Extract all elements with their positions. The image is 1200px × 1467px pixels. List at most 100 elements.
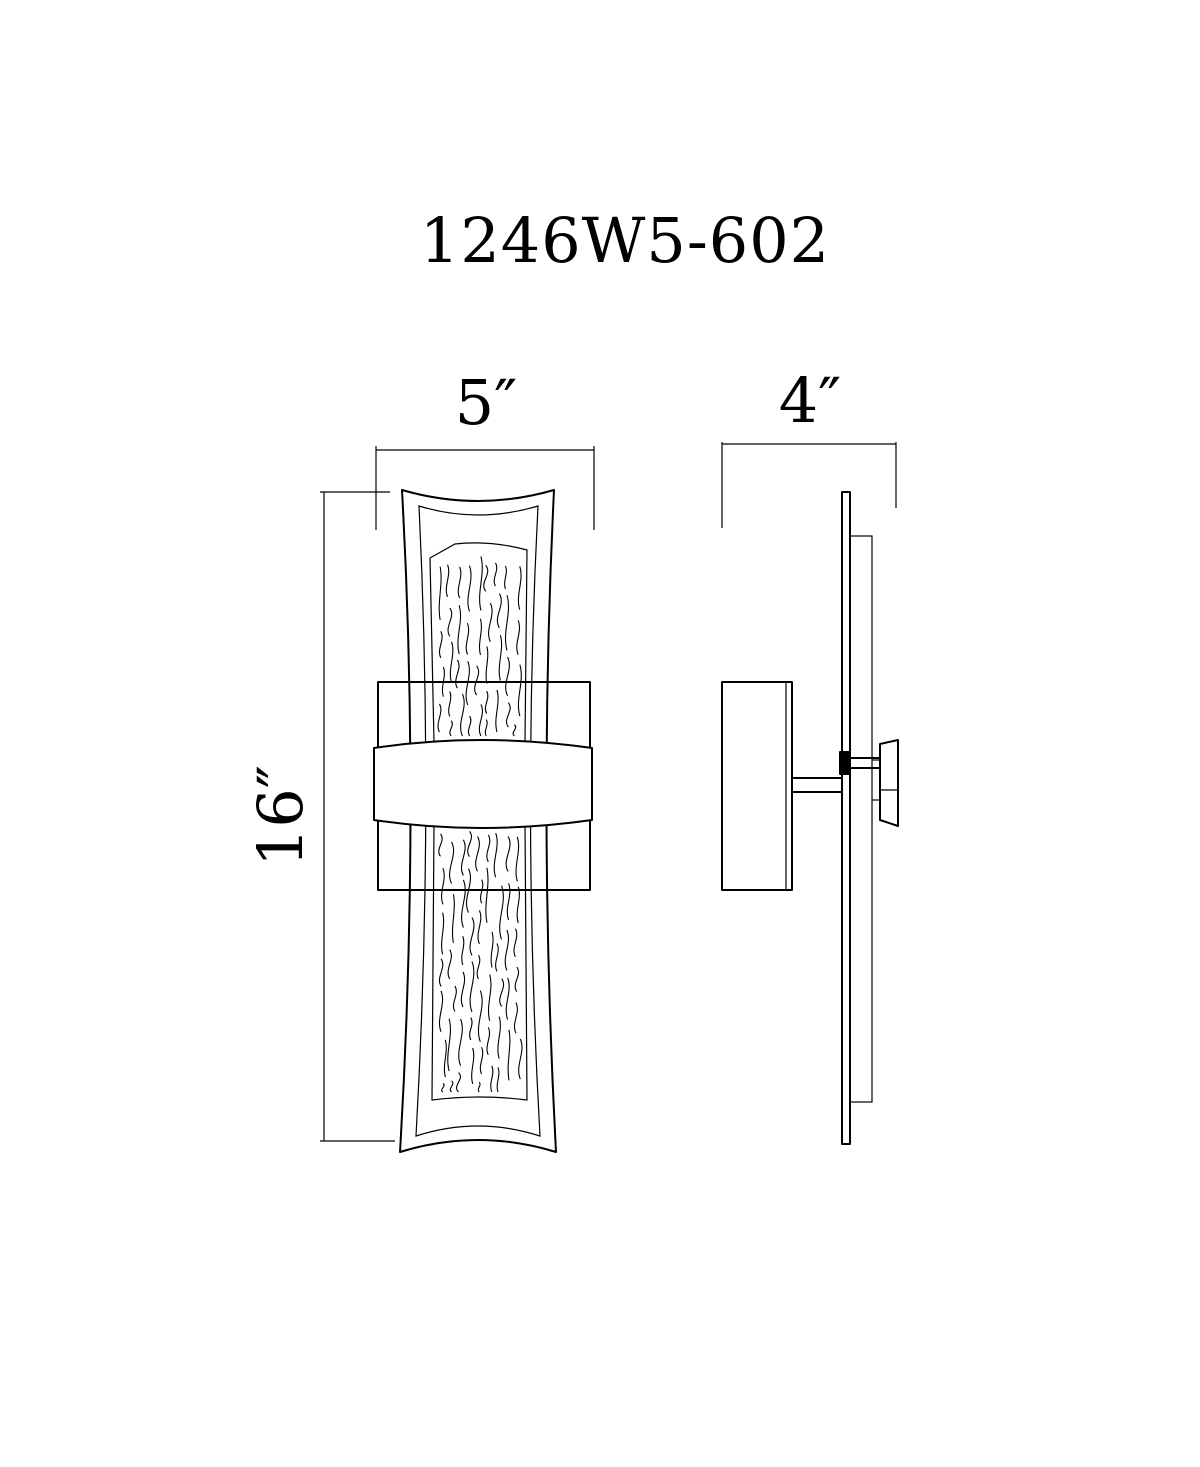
- wave-stroke: [438, 833, 443, 857]
- wave-stroke: [487, 974, 492, 1021]
- height-dimension: 16″: [244, 491, 395, 1142]
- wave-stroke: [515, 836, 520, 882]
- wave-stroke: [499, 885, 504, 940]
- wave-stroke: [484, 719, 488, 737]
- wave-stroke: [471, 1047, 475, 1085]
- wave-stroke: [490, 931, 494, 968]
- wave-stroke: [486, 834, 491, 863]
- depth-label: 4″: [779, 364, 842, 437]
- wave-stroke: [483, 565, 489, 592]
- wave-stroke: [517, 664, 522, 717]
- wave-stroke: [477, 910, 482, 945]
- wave-stroke: [505, 836, 511, 872]
- model-number-title: 1246W5-602: [420, 204, 830, 277]
- wave-stroke: [441, 666, 445, 697]
- upper-textured-panel: [429, 542, 528, 743]
- wave-stroke: [498, 635, 503, 681]
- wave-stroke: [488, 602, 493, 642]
- outer-shade: [399, 489, 557, 1153]
- wave-stroke: [449, 641, 454, 683]
- wave-stroke: [497, 1016, 501, 1059]
- lower-textured-panel: [431, 823, 528, 1101]
- wave-stroke: [485, 867, 489, 923]
- wave-stroke: [460, 839, 466, 876]
- wave-stroke: [507, 1029, 511, 1081]
- wave-stroke: [458, 1018, 463, 1066]
- width-label: 5″: [455, 366, 518, 439]
- wave-stroke: [495, 943, 499, 972]
- wave-stroke: [512, 724, 517, 737]
- wave-stroke: [490, 1065, 494, 1093]
- wave-stroke: [477, 1081, 481, 1093]
- wave-stroke: [504, 565, 507, 590]
- wave-stroke: [449, 841, 455, 884]
- wave-stroke: [466, 868, 471, 913]
- wave-stroke: [506, 883, 511, 921]
- wave-stroke: [460, 971, 466, 1008]
- wave-stroke: [452, 985, 457, 1012]
- wave-stroke: [445, 564, 450, 598]
- height-label: 16″: [244, 765, 317, 867]
- wave-stroke: [505, 702, 511, 728]
- wave-stroke: [493, 832, 498, 878]
- upper-wave-texture: [437, 556, 522, 737]
- wave-stroke: [447, 1018, 451, 1072]
- wave-stroke: [486, 1027, 491, 1056]
- wave-stroke: [467, 831, 472, 857]
- wave-stroke: [513, 928, 518, 958]
- wave-stroke: [467, 565, 472, 612]
- wave-stroke: [467, 715, 472, 737]
- wave-stroke: [474, 665, 480, 696]
- wave-stroke: [496, 1067, 500, 1093]
- lower-wave-texture: [438, 831, 523, 1093]
- front-view: 5″ 16″: [244, 366, 595, 1153]
- wave-stroke: [448, 691, 452, 717]
- wave-stroke: [437, 703, 442, 733]
- wave-stroke: [460, 693, 465, 737]
- wave-stroke: [479, 1046, 484, 1075]
- wave-stroke: [505, 977, 510, 1020]
- wave-stroke: [441, 1083, 445, 1093]
- depth-dimension: 4″: [721, 364, 897, 528]
- side-inner-panel: [849, 535, 873, 1103]
- side-shade-profile: [841, 491, 851, 1145]
- wave-stroke: [451, 894, 455, 943]
- wave-stroke: [514, 966, 520, 992]
- wave-stroke: [499, 978, 505, 1007]
- wave-stroke: [455, 659, 460, 689]
- wave-stroke: [441, 912, 445, 955]
- wave-stroke: [478, 704, 483, 737]
- wave-stroke: [443, 1039, 447, 1078]
- wave-stroke: [457, 605, 462, 655]
- wave-stroke: [513, 1002, 518, 1034]
- wave-stroke: [484, 690, 489, 714]
- wave-stroke: [493, 562, 498, 587]
- wave-stroke: [438, 958, 444, 987]
- wave-stroke: [441, 867, 445, 905]
- wave-stroke: [469, 917, 475, 956]
- wave-stroke: [478, 618, 482, 656]
- wave-stroke: [465, 661, 470, 706]
- wave-stroke: [475, 836, 480, 872]
- wave-stroke: [496, 593, 502, 629]
- mounting-knob: [879, 739, 899, 827]
- wave-stroke: [485, 646, 489, 684]
- wave-stroke: [517, 566, 522, 610]
- wave-stroke: [504, 594, 510, 651]
- wave-stroke: [438, 630, 443, 659]
- side-view: 4″: [721, 364, 899, 1145]
- wave-stroke: [495, 689, 499, 733]
- wave-stroke: [447, 607, 453, 637]
- wave-stroke: [438, 990, 444, 1032]
- side-wall-plate: [721, 681, 793, 891]
- wave-stroke: [449, 720, 453, 737]
- wave-stroke: [447, 949, 452, 980]
- wave-stroke: [516, 886, 520, 924]
- wave-stroke: [457, 566, 462, 599]
- wave-stroke: [516, 620, 521, 655]
- center-band: [373, 739, 593, 829]
- wave-stroke: [438, 566, 442, 621]
- wave-stroke: [469, 961, 475, 1013]
- wave-stroke: [504, 929, 509, 971]
